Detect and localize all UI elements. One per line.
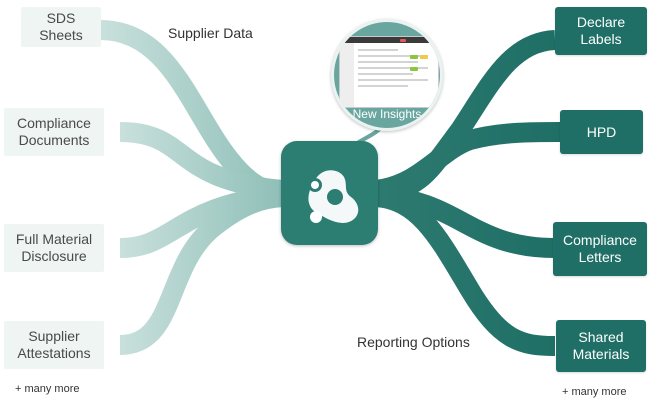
input-sds-sheets: SDS Sheets: [21, 7, 101, 47]
dashboard-thumbnail: [339, 36, 439, 108]
flow-compliance-documents: [119, 122, 284, 200]
outputs-many-more: + many more: [562, 386, 627, 398]
output-compliance-letters: Compliance Letters: [553, 222, 647, 276]
output-declare-labels: Declare Labels: [555, 7, 647, 55]
input-supplier-attestations: Supplier Attestations: [4, 321, 104, 369]
network-logo-icon: [308, 170, 359, 223]
output-shared-materials: Shared Materials: [556, 320, 646, 372]
input-compliance-documents: Compliance Documents: [4, 108, 104, 156]
input-full-material-disclosure: Full Material Disclosure: [4, 224, 104, 272]
flow-hpd: [374, 122, 561, 200]
supplier-data-label: Supplier Data: [168, 25, 253, 41]
new-insights-label: New Insights: [352, 107, 422, 121]
output-hpd: HPD: [560, 110, 643, 154]
new-insights-bubble: New Insights: [331, 19, 443, 131]
reporting-options-label: Reporting Options: [357, 334, 470, 350]
inputs-many-more: + many more: [15, 383, 80, 395]
hub-logo: [281, 141, 378, 245]
flow-supplier-attestations: [119, 187, 284, 355]
flow-shared-materials: [374, 187, 556, 356]
